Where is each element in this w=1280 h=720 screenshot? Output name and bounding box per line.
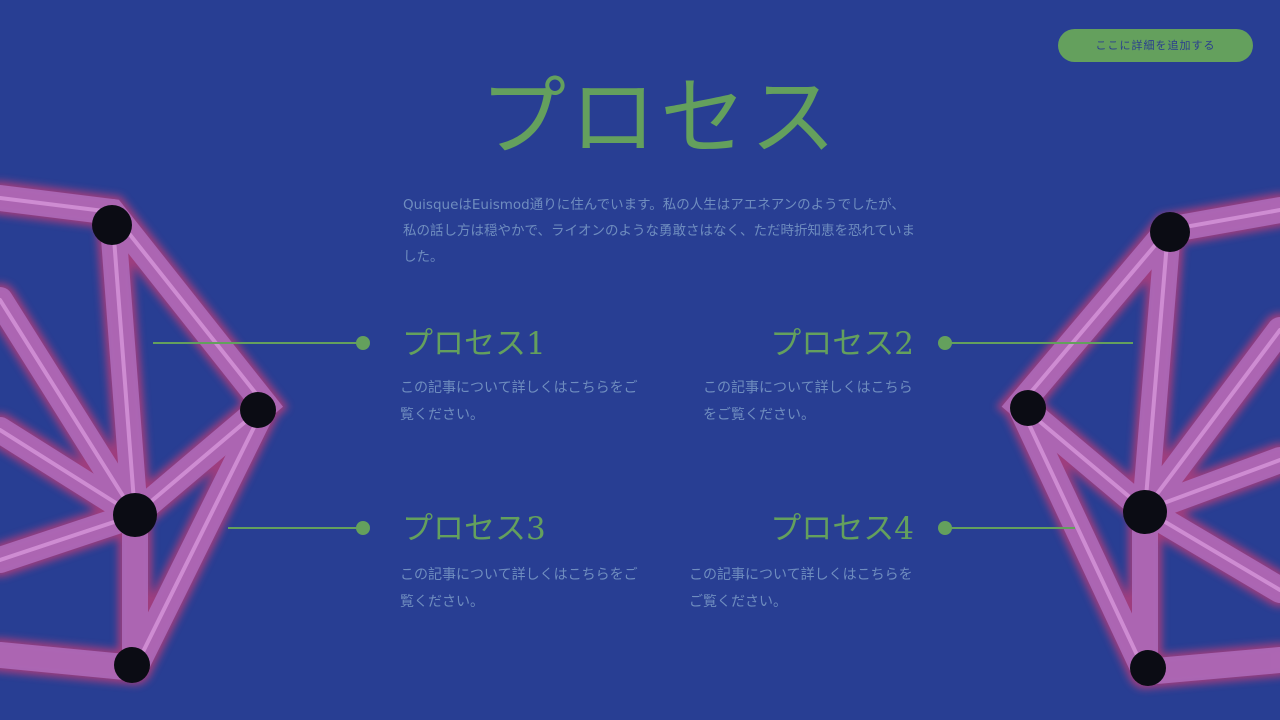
connector-line-4 [945, 527, 1075, 529]
add-details-button[interactable]: ここに詳細を追加する [1058, 29, 1253, 62]
connector-dot-3 [356, 521, 370, 535]
connector-line-3 [228, 527, 363, 529]
process-4-description: この記事について詳しくはこちらをご覧ください。 [689, 567, 913, 610]
connector-dot-2 [938, 336, 952, 350]
process-1-description: この記事について詳しくはこちらをご覧ください。 [400, 380, 638, 423]
left-sculpture-image [0, 181, 289, 685]
right-sculpture-image [996, 193, 1280, 689]
process-1-title: プロセス1 [402, 326, 546, 362]
process-3-description: この記事について詳しくはこちらをご覧ください。 [400, 567, 638, 610]
page-title: プロセス [480, 68, 840, 168]
connector-line-1 [153, 342, 363, 344]
process-3-title: プロセス3 [402, 511, 546, 547]
process-2-description: この記事について詳しくはこちらをご覧ください。 [703, 380, 913, 423]
process-2-title: プロセス2 [770, 326, 914, 362]
connector-line-2 [945, 342, 1133, 344]
connector-dot-4 [938, 521, 952, 535]
connector-dot-1 [356, 336, 370, 350]
intro-paragraph: QuisqueはEuismod通りに住んでいます。私の人生はアエネアンのようでし… [403, 197, 916, 265]
process-4-title: プロセス4 [770, 511, 914, 547]
